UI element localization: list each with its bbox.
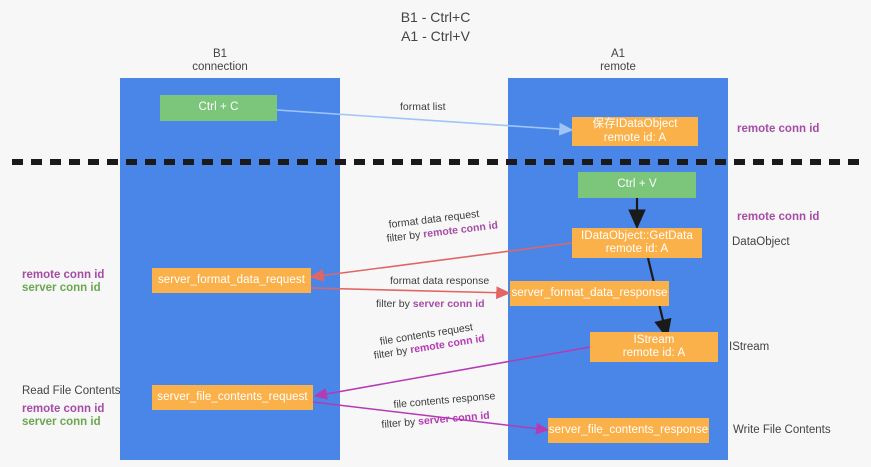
node-istream-line2: remote id: A — [622, 347, 686, 359]
node-ctrl-v-label: Ctrl + V — [617, 178, 657, 191]
node-idataobject-getdata[interactable]: IDataObject::GetData remote id: A — [572, 228, 702, 258]
edge-label-filter-prefix: filter by — [381, 415, 419, 431]
annotation-left-remote-conn-id-mid: remote conn id — [22, 269, 105, 281]
annotation-left-server-conn-id-mid: server conn id — [22, 282, 101, 294]
node-ctrl-v[interactable]: Ctrl + V — [578, 172, 696, 198]
annotation-write-file-contents: Write File Contents — [733, 424, 831, 436]
node-ctrl-c[interactable]: Ctrl + C — [160, 95, 277, 121]
node-store-idataobject-line2: remote id: A — [603, 131, 667, 144]
edge-label-format-list: format list — [400, 101, 446, 113]
node-server-file-contents-request[interactable]: server_file_contents_request — [152, 385, 313, 410]
annotation-left-remote-conn-id-bottom: remote conn id — [22, 403, 105, 415]
node-istream[interactable]: IStream remote id: A — [590, 332, 718, 362]
node-server-file-contents-response-label: server_file_contents_response — [548, 423, 709, 436]
column-header-b1-name: B1 — [212, 48, 228, 60]
annotation-read-file-contents: Read File Contents — [22, 385, 121, 397]
edge-label-filter-prefix: filter by — [373, 344, 412, 362]
edge-label-filter-key: server conn id — [417, 409, 491, 428]
annotation-istream: IStream — [729, 341, 770, 353]
edge-label-filter-prefix: filter by — [376, 298, 413, 310]
edge-label-file-contents-response-filter: filter by server conn id — [381, 410, 490, 432]
node-server-format-data-response[interactable]: server_format_data_response — [510, 281, 669, 306]
annotation-dataobject: DataObject — [732, 236, 790, 248]
edge-label-format-data-response: format data response — [390, 275, 490, 287]
column-header-a1-sub: remote — [600, 61, 636, 73]
node-store-idataobject[interactable]: 保存IDataObject remote id: A — [572, 117, 698, 146]
column-header-a1-name: A1 — [610, 48, 626, 60]
node-server-format-data-request[interactable]: server_format_data_request — [152, 268, 311, 293]
node-idataobject-getdata-line2: remote id: A — [605, 243, 669, 255]
annotation-remote-conn-id-top: remote conn id — [737, 123, 820, 135]
diagram-title-line1: B1 - Ctrl+C — [400, 9, 471, 25]
node-idataobject-getdata-line1: IDataObject::GetData — [581, 229, 693, 242]
annotation-remote-conn-id-mid: remote conn id — [737, 211, 820, 223]
node-istream-line1: IStream — [633, 333, 675, 346]
annotation-left-server-conn-id-bottom: server conn id — [22, 416, 101, 428]
node-server-file-contents-request-label: server_file_contents_request — [157, 390, 308, 403]
column-header-b1-sub: connection — [192, 61, 248, 73]
diagram-title-line2: A1 - Ctrl+V — [401, 28, 470, 44]
node-server-file-contents-response[interactable]: server_file_contents_response — [548, 418, 709, 443]
node-server-format-data-response-label: server_format_data_response — [511, 286, 668, 299]
node-server-format-data-request-label: server_format_data_request — [157, 273, 306, 286]
node-store-idataobject-line1: 保存IDataObject — [592, 118, 678, 130]
edge-label-filter-key: server conn id — [412, 298, 485, 310]
edge-label-file-contents-response: file contents response — [393, 390, 496, 411]
edge-label-format-data-response-filter: filter by server conn id — [376, 298, 485, 311]
node-ctrl-c-label: Ctrl + C — [198, 101, 239, 114]
arrow-format-data-response — [310, 286, 511, 300]
